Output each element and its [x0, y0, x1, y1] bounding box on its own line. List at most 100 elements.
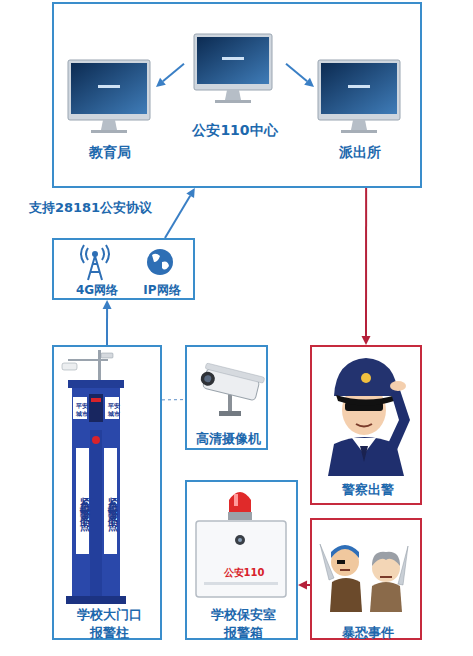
siren-dome	[229, 492, 251, 512]
alarm-button	[92, 436, 100, 444]
connector	[156, 64, 184, 87]
siren-shine	[234, 494, 238, 506]
node-label: 学校保安室 报警箱	[207, 606, 279, 642]
box-camera	[235, 535, 245, 545]
camera-lens-glass	[204, 374, 212, 382]
monitor-stand	[351, 120, 367, 130]
node-label: 派出所	[314, 143, 406, 161]
monitor-icon	[194, 34, 272, 103]
side-panel	[105, 397, 119, 419]
network-box: 4G网络 IP网络	[52, 238, 195, 300]
saluting-hand	[390, 381, 406, 391]
monitor-stand	[101, 120, 117, 130]
monitor-screen	[197, 37, 269, 84]
box-body	[196, 521, 286, 597]
siren-base	[228, 512, 252, 520]
monitor-bezel	[68, 60, 150, 120]
connector-line	[365, 188, 367, 336]
camera-icon	[199, 362, 265, 416]
globe-land	[152, 254, 169, 270]
strip-text: 紧急报警求助点	[78, 451, 91, 555]
arrow-head	[304, 78, 314, 87]
monitor-screen	[71, 63, 147, 114]
saluting-arm	[386, 390, 410, 452]
attacker-mouth	[380, 576, 392, 578]
globe-circle	[147, 249, 173, 275]
connector-line	[286, 64, 307, 82]
edge-label: 支持28181公安协议	[29, 200, 152, 216]
column-base	[66, 596, 126, 604]
monitor-bezel	[194, 34, 272, 90]
node-label: 教育局	[64, 143, 156, 161]
node-label: 4G网络	[67, 281, 127, 299]
camera-box: 高清摄像机	[185, 345, 268, 450]
connector-line	[163, 64, 184, 82]
arrow-head	[362, 336, 371, 345]
alarm-box	[196, 492, 286, 597]
incident-box: 暴恐事件	[310, 518, 422, 640]
connector	[298, 581, 310, 590]
monitor-base	[341, 130, 377, 133]
connector-line	[165, 196, 190, 238]
screen-logo	[98, 85, 120, 88]
attacker-eyepatch	[337, 560, 345, 564]
column-body	[72, 388, 120, 596]
globe-icon	[147, 249, 173, 275]
panel-text: 平安城市	[76, 402, 88, 420]
node-label: 高清摄像机	[187, 430, 270, 448]
camera-lens	[199, 370, 216, 387]
police-mouth	[356, 424, 372, 427]
node-label: 警察出警	[312, 481, 424, 499]
screen-logo	[222, 57, 244, 60]
monitor-base	[215, 100, 251, 103]
pole-camera	[62, 363, 77, 370]
attacker-hair	[372, 552, 400, 566]
police-cap	[334, 358, 398, 396]
attacker-bandana	[331, 545, 359, 558]
terminal: 教育局	[64, 60, 156, 164]
tower-top	[93, 252, 97, 256]
lamp-head	[101, 353, 113, 358]
alarm-box-node: 学校保安室 报警箱 公安110	[185, 480, 298, 640]
node-label: IP网络	[132, 281, 192, 299]
connector	[165, 188, 195, 238]
attacker-body	[370, 582, 402, 612]
arrow-head	[298, 581, 307, 590]
box-text: 公安110	[203, 567, 285, 579]
monitor-screen	[321, 63, 397, 114]
knife	[398, 546, 408, 585]
monitor-bezel	[318, 60, 400, 120]
cap-visor	[336, 395, 396, 406]
box-camera-lens	[238, 538, 242, 542]
lamp-arm	[68, 359, 108, 361]
arrow-head	[186, 188, 194, 198]
knife	[320, 544, 334, 580]
police-tie	[360, 446, 368, 462]
connector	[162, 399, 185, 400]
column-stripe	[90, 430, 102, 596]
column-display	[89, 394, 103, 422]
lamp-pole	[98, 350, 101, 382]
side-panel	[73, 397, 87, 419]
arrow-head	[103, 300, 112, 309]
box-strip	[204, 582, 278, 585]
police-box: 警察出警	[310, 345, 422, 505]
connector	[362, 188, 371, 345]
dashed-link	[162, 399, 185, 400]
attacker-body	[330, 578, 362, 612]
strip-text: 紧急报警求助点	[106, 451, 119, 555]
command-center-terminal: 公安110中心	[184, 34, 286, 140]
connector	[103, 300, 112, 345]
terminal: 派出所	[314, 60, 406, 164]
monitor-icon	[318, 60, 400, 133]
system-panel: 公安110中心教育局 派出所	[52, 2, 422, 188]
display-light	[91, 398, 101, 402]
alarm-column-box: 学校大门口 报警柱平安城市平安城市紧急报警求助点紧急报警求助点	[52, 345, 162, 640]
monitor-icon	[68, 60, 150, 133]
camera-mount	[219, 411, 241, 416]
connector-line	[106, 309, 108, 345]
camera-bracket	[228, 393, 232, 412]
alarm-column	[62, 350, 126, 604]
